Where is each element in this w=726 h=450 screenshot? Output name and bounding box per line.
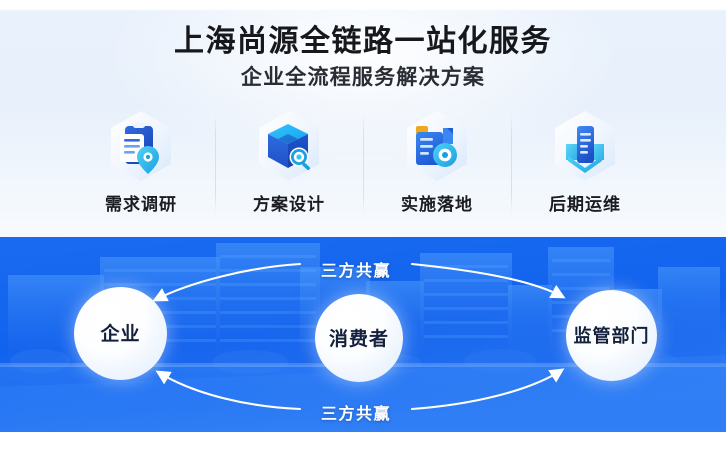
winwin-label-bottom: 三方共赢 (321, 406, 392, 423)
feature-label: 方案设计 (253, 195, 325, 214)
relationship-arrows (152, 262, 566, 411)
feature-item-requirement-research[interactable]: 需求调研 (67, 108, 215, 228)
feature-label: 实施落地 (401, 195, 473, 214)
feature-label: 后期运维 (549, 195, 621, 214)
node-label: 企业 (100, 324, 141, 345)
diagram-node-enterprise[interactable]: 企业 (74, 287, 167, 380)
arrow-top-left (152, 262, 302, 302)
clipboard-location-icon (104, 108, 178, 184)
top-section: 上海尚源全链路一站化服务 企业全流程服务解决方案 (0, 0, 726, 237)
folder-gear-icon (400, 108, 474, 184)
server-download-icon (548, 108, 622, 184)
feature-item-maintenance[interactable]: 后期运维 (511, 108, 659, 228)
feature-list: 需求调研 (0, 108, 726, 228)
diagram-node-regulator[interactable]: 监管部门 (566, 290, 657, 381)
page-subtitle: 企业全流程服务解决方案 (240, 66, 486, 89)
bottom-white-strip (0, 432, 726, 450)
node-label: 消费者 (328, 328, 389, 350)
page-title: 上海尚源全链路一站化服务 (174, 25, 552, 58)
diagram-node-consumer[interactable]: 消费者 (315, 294, 403, 382)
arrow-top-right (410, 262, 566, 299)
feature-item-solution-design[interactable]: 方案设计 (215, 108, 363, 228)
winwin-label-top: 三方共赢 (321, 263, 392, 280)
feature-label: 需求调研 (105, 195, 177, 214)
node-label: 监管部门 (573, 325, 650, 346)
arrow-bottom-right (410, 368, 565, 411)
arrow-bottom-left (155, 370, 302, 411)
cube-magnifier-icon (252, 108, 326, 184)
feature-item-implementation[interactable]: 实施落地 (363, 108, 511, 228)
